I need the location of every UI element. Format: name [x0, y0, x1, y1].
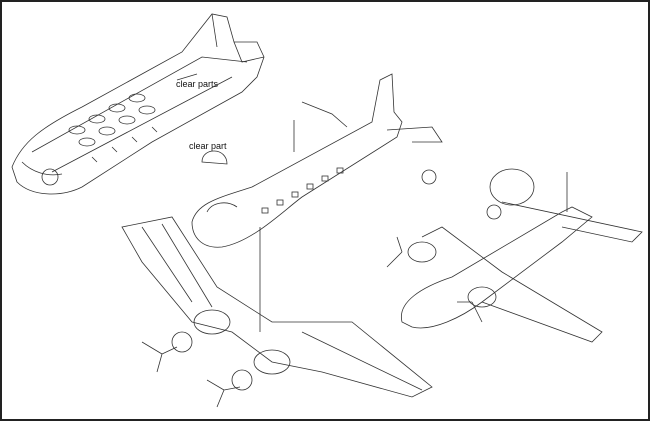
- wing-assembly: [121, 216, 433, 408]
- clear-part-label: clear part: [189, 141, 227, 151]
- completed-aircraft: [386, 168, 643, 343]
- seat-rows: [68, 93, 158, 163]
- center-fuselage: [191, 73, 443, 332]
- clear-parts-label: clear parts: [176, 79, 219, 89]
- clear-canopy-part: [201, 150, 228, 165]
- cutaway-fuselage: [11, 13, 265, 195]
- cabin-windows: [261, 167, 344, 214]
